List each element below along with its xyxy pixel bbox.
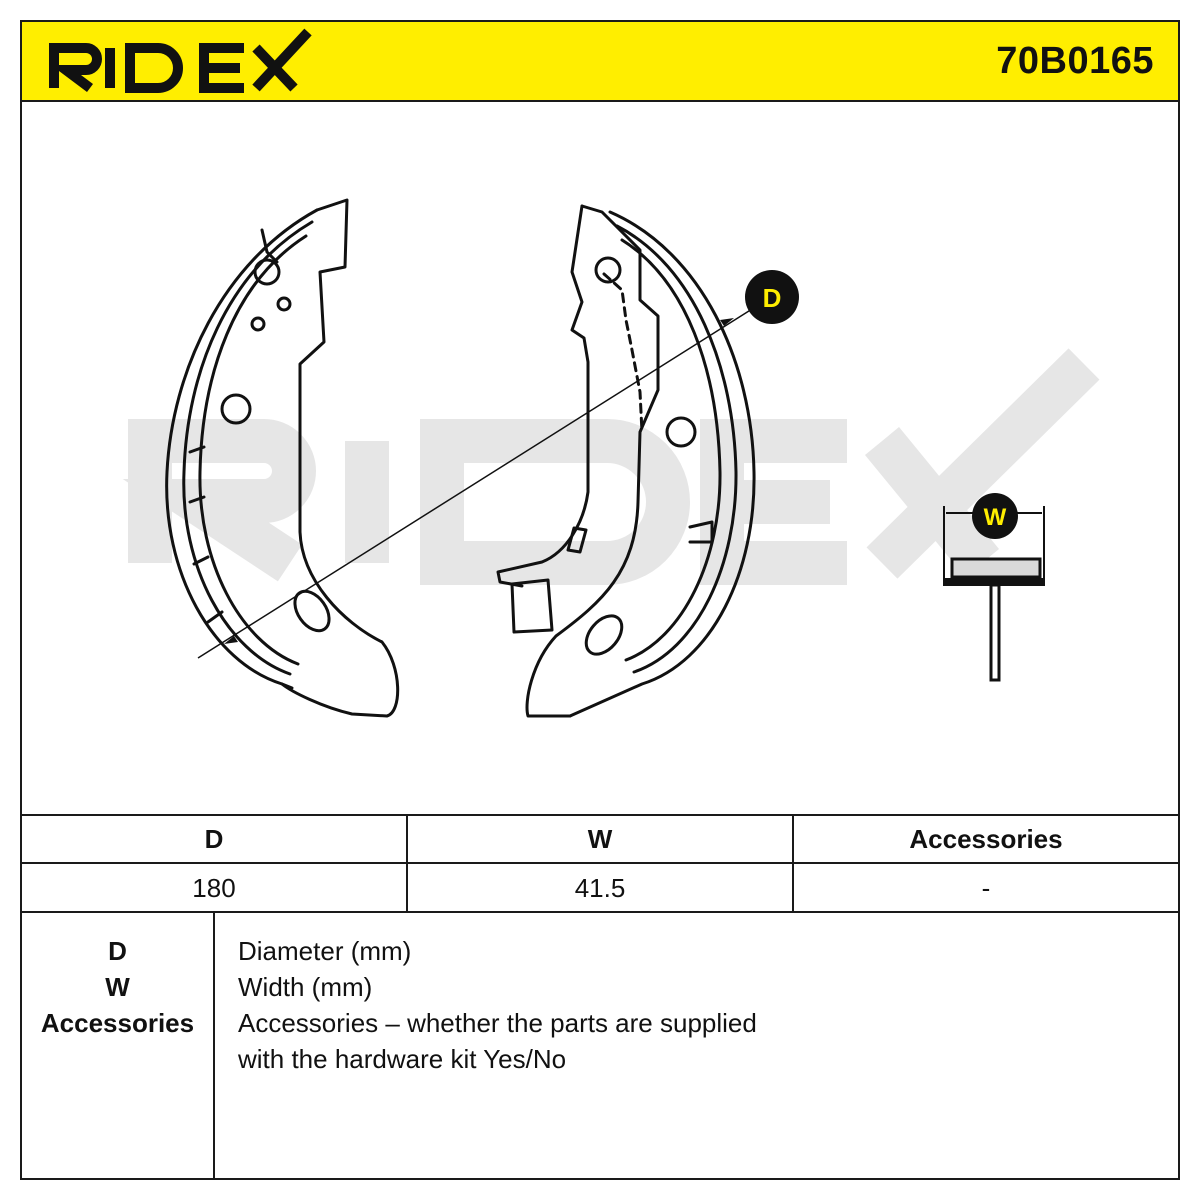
spec-value-w: 41.5 xyxy=(408,864,794,912)
spec-value-accessories: - xyxy=(981,872,991,903)
product-sheet: 70B0165 xyxy=(20,20,1180,1180)
spec-header-accessories: Accessories xyxy=(909,823,1063,854)
technical-drawing: D W xyxy=(22,102,1178,814)
diameter-arrow-right xyxy=(720,318,734,326)
legend-keys: D W Accessories xyxy=(22,913,215,1180)
spec-value-row: 180 41.5 - xyxy=(22,864,1178,912)
spec-header-d: D xyxy=(22,816,408,862)
diameter-line xyxy=(197,303,761,659)
diameter-marker xyxy=(745,270,799,324)
ridex-watermark xyxy=(122,348,1100,585)
legend-descriptions: Diameter (mm) Width (mm) Accessories – w… xyxy=(238,933,1138,1077)
legend-line-accessories: Accessories – whether the parts are supp… xyxy=(238,1008,757,1038)
spec-header-row: D W Accessories xyxy=(22,816,1178,864)
width-marker-label: W xyxy=(984,504,1007,531)
legend: D W Accessories Diameter (mm) Width (mm)… xyxy=(22,911,1178,1180)
spec-header-w: W xyxy=(408,816,794,862)
diameter-arrow-left xyxy=(224,636,238,644)
part-number: 70B0165 xyxy=(996,40,1154,82)
header-bar: 70B0165 xyxy=(22,22,1178,102)
brake-shoe-drawing: D W xyxy=(122,198,1100,718)
width-marker xyxy=(972,493,1018,539)
diameter-marker-label: D xyxy=(763,283,782,313)
right-brake-shoe xyxy=(496,204,756,718)
legend-line-accessories-cont: with the hardware kit Yes/No xyxy=(238,1044,567,1074)
spec-value-d: 180 xyxy=(22,864,408,912)
legend-key-accessories: Accessories xyxy=(40,1008,195,1038)
ridex-logo xyxy=(49,28,312,93)
legend-key-w: W xyxy=(105,972,130,1002)
spec-table: D W Accessories 180 41.5 - xyxy=(22,814,1178,912)
legend-line-diameter: Diameter (mm) xyxy=(238,936,412,966)
legend-key-d: D xyxy=(108,936,127,966)
legend-line-width: Width (mm) xyxy=(238,972,373,1002)
